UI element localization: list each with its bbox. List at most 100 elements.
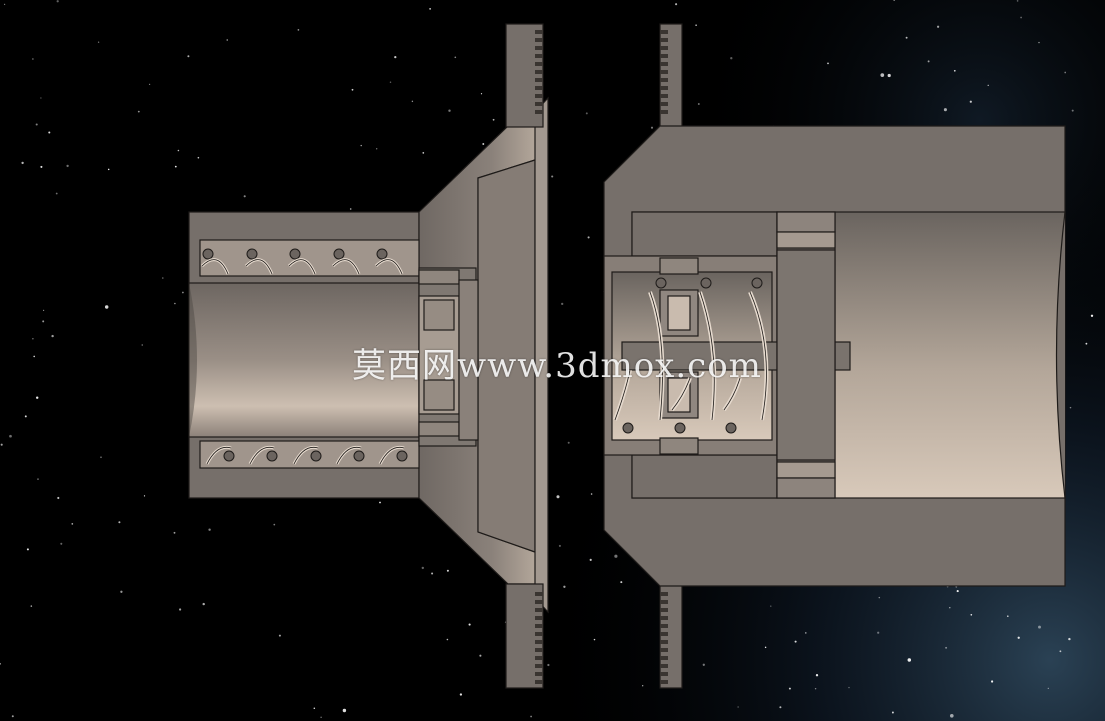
star bbox=[642, 685, 644, 687]
star bbox=[482, 143, 485, 145]
left-pin-block-a bbox=[423, 299, 455, 331]
star bbox=[97, 41, 100, 43]
star bbox=[814, 687, 817, 690]
star bbox=[40, 97, 42, 99]
ring-tooth bbox=[535, 632, 543, 636]
right-disk-core bbox=[776, 249, 836, 461]
star bbox=[349, 208, 352, 210]
star bbox=[446, 638, 449, 641]
star bbox=[118, 521, 121, 524]
left-upper-spring-slot bbox=[199, 239, 420, 277]
spring-wire-outline bbox=[245, 259, 273, 275]
ring-tooth bbox=[660, 624, 668, 628]
ring-tooth bbox=[535, 46, 543, 50]
spring-wire-outline bbox=[201, 259, 229, 275]
right-disk-a bbox=[776, 211, 836, 233]
star bbox=[446, 569, 449, 572]
ring-tooth bbox=[535, 680, 543, 684]
left-bore bbox=[188, 282, 420, 438]
spring-coil bbox=[751, 277, 763, 289]
spring-coil bbox=[700, 277, 712, 289]
star bbox=[297, 29, 300, 31]
star bbox=[320, 716, 322, 718]
star bbox=[1038, 625, 1041, 629]
ring-tooth bbox=[660, 38, 668, 42]
star bbox=[567, 352, 570, 355]
ring-tooth bbox=[535, 110, 543, 114]
star bbox=[593, 638, 596, 641]
ring-tooth bbox=[535, 592, 543, 596]
star bbox=[226, 39, 228, 41]
ring-tooth bbox=[660, 102, 668, 106]
spring-wire-outline bbox=[723, 377, 741, 411]
ring-tooth bbox=[660, 680, 668, 684]
right-cavity-edge bbox=[1055, 211, 1066, 499]
star bbox=[120, 590, 123, 593]
right-inner-wall-top bbox=[631, 211, 778, 257]
star bbox=[179, 608, 182, 611]
star bbox=[57, 496, 60, 500]
star bbox=[43, 309, 45, 311]
star bbox=[794, 640, 797, 643]
star bbox=[695, 24, 697, 26]
spring-wire-outline bbox=[699, 291, 715, 421]
spring-wire-outline bbox=[671, 377, 691, 411]
star bbox=[556, 495, 560, 499]
star bbox=[0, 443, 3, 446]
star bbox=[422, 152, 425, 154]
star bbox=[40, 165, 43, 168]
star bbox=[877, 631, 880, 634]
star bbox=[770, 605, 772, 607]
star bbox=[182, 291, 184, 294]
star bbox=[779, 706, 782, 709]
star bbox=[848, 686, 850, 689]
star bbox=[174, 165, 177, 168]
star bbox=[1071, 109, 1074, 112]
left-lower-spring-slot bbox=[199, 440, 420, 469]
star bbox=[987, 84, 989, 86]
star bbox=[907, 658, 912, 662]
spring-wire-outline bbox=[749, 291, 767, 421]
spring-wire-outline bbox=[293, 446, 319, 465]
spring-coil bbox=[725, 422, 737, 434]
star bbox=[697, 103, 700, 105]
star bbox=[100, 456, 102, 459]
star bbox=[32, 338, 34, 340]
left-springs bbox=[200, 248, 408, 465]
star bbox=[1059, 650, 1062, 653]
star bbox=[927, 60, 930, 63]
star bbox=[278, 634, 281, 637]
star bbox=[905, 36, 908, 39]
ring-tooth bbox=[660, 592, 668, 596]
star bbox=[585, 112, 588, 115]
star bbox=[66, 164, 69, 168]
ring-tooth bbox=[535, 38, 543, 42]
ring-tooth bbox=[660, 600, 668, 604]
star bbox=[342, 708, 347, 713]
left-step-top bbox=[418, 269, 460, 285]
star bbox=[360, 144, 362, 147]
star bbox=[764, 646, 767, 649]
star bbox=[26, 548, 29, 551]
star bbox=[107, 168, 110, 171]
ring-tooth bbox=[660, 94, 668, 98]
star bbox=[1007, 615, 1009, 617]
star bbox=[480, 93, 483, 95]
ring-tooth bbox=[535, 664, 543, 668]
spring-wire-outline bbox=[614, 369, 631, 421]
star bbox=[878, 596, 881, 599]
star bbox=[313, 707, 316, 709]
ring-tooth bbox=[660, 640, 668, 644]
star bbox=[104, 305, 109, 309]
star bbox=[936, 25, 940, 28]
star bbox=[411, 100, 414, 103]
star bbox=[379, 501, 381, 504]
star bbox=[567, 441, 570, 444]
ring-tooth bbox=[660, 62, 668, 66]
star bbox=[788, 687, 791, 690]
star bbox=[891, 711, 894, 714]
spring-coil bbox=[655, 277, 667, 289]
ring-tooth bbox=[535, 102, 543, 106]
star bbox=[243, 195, 246, 198]
